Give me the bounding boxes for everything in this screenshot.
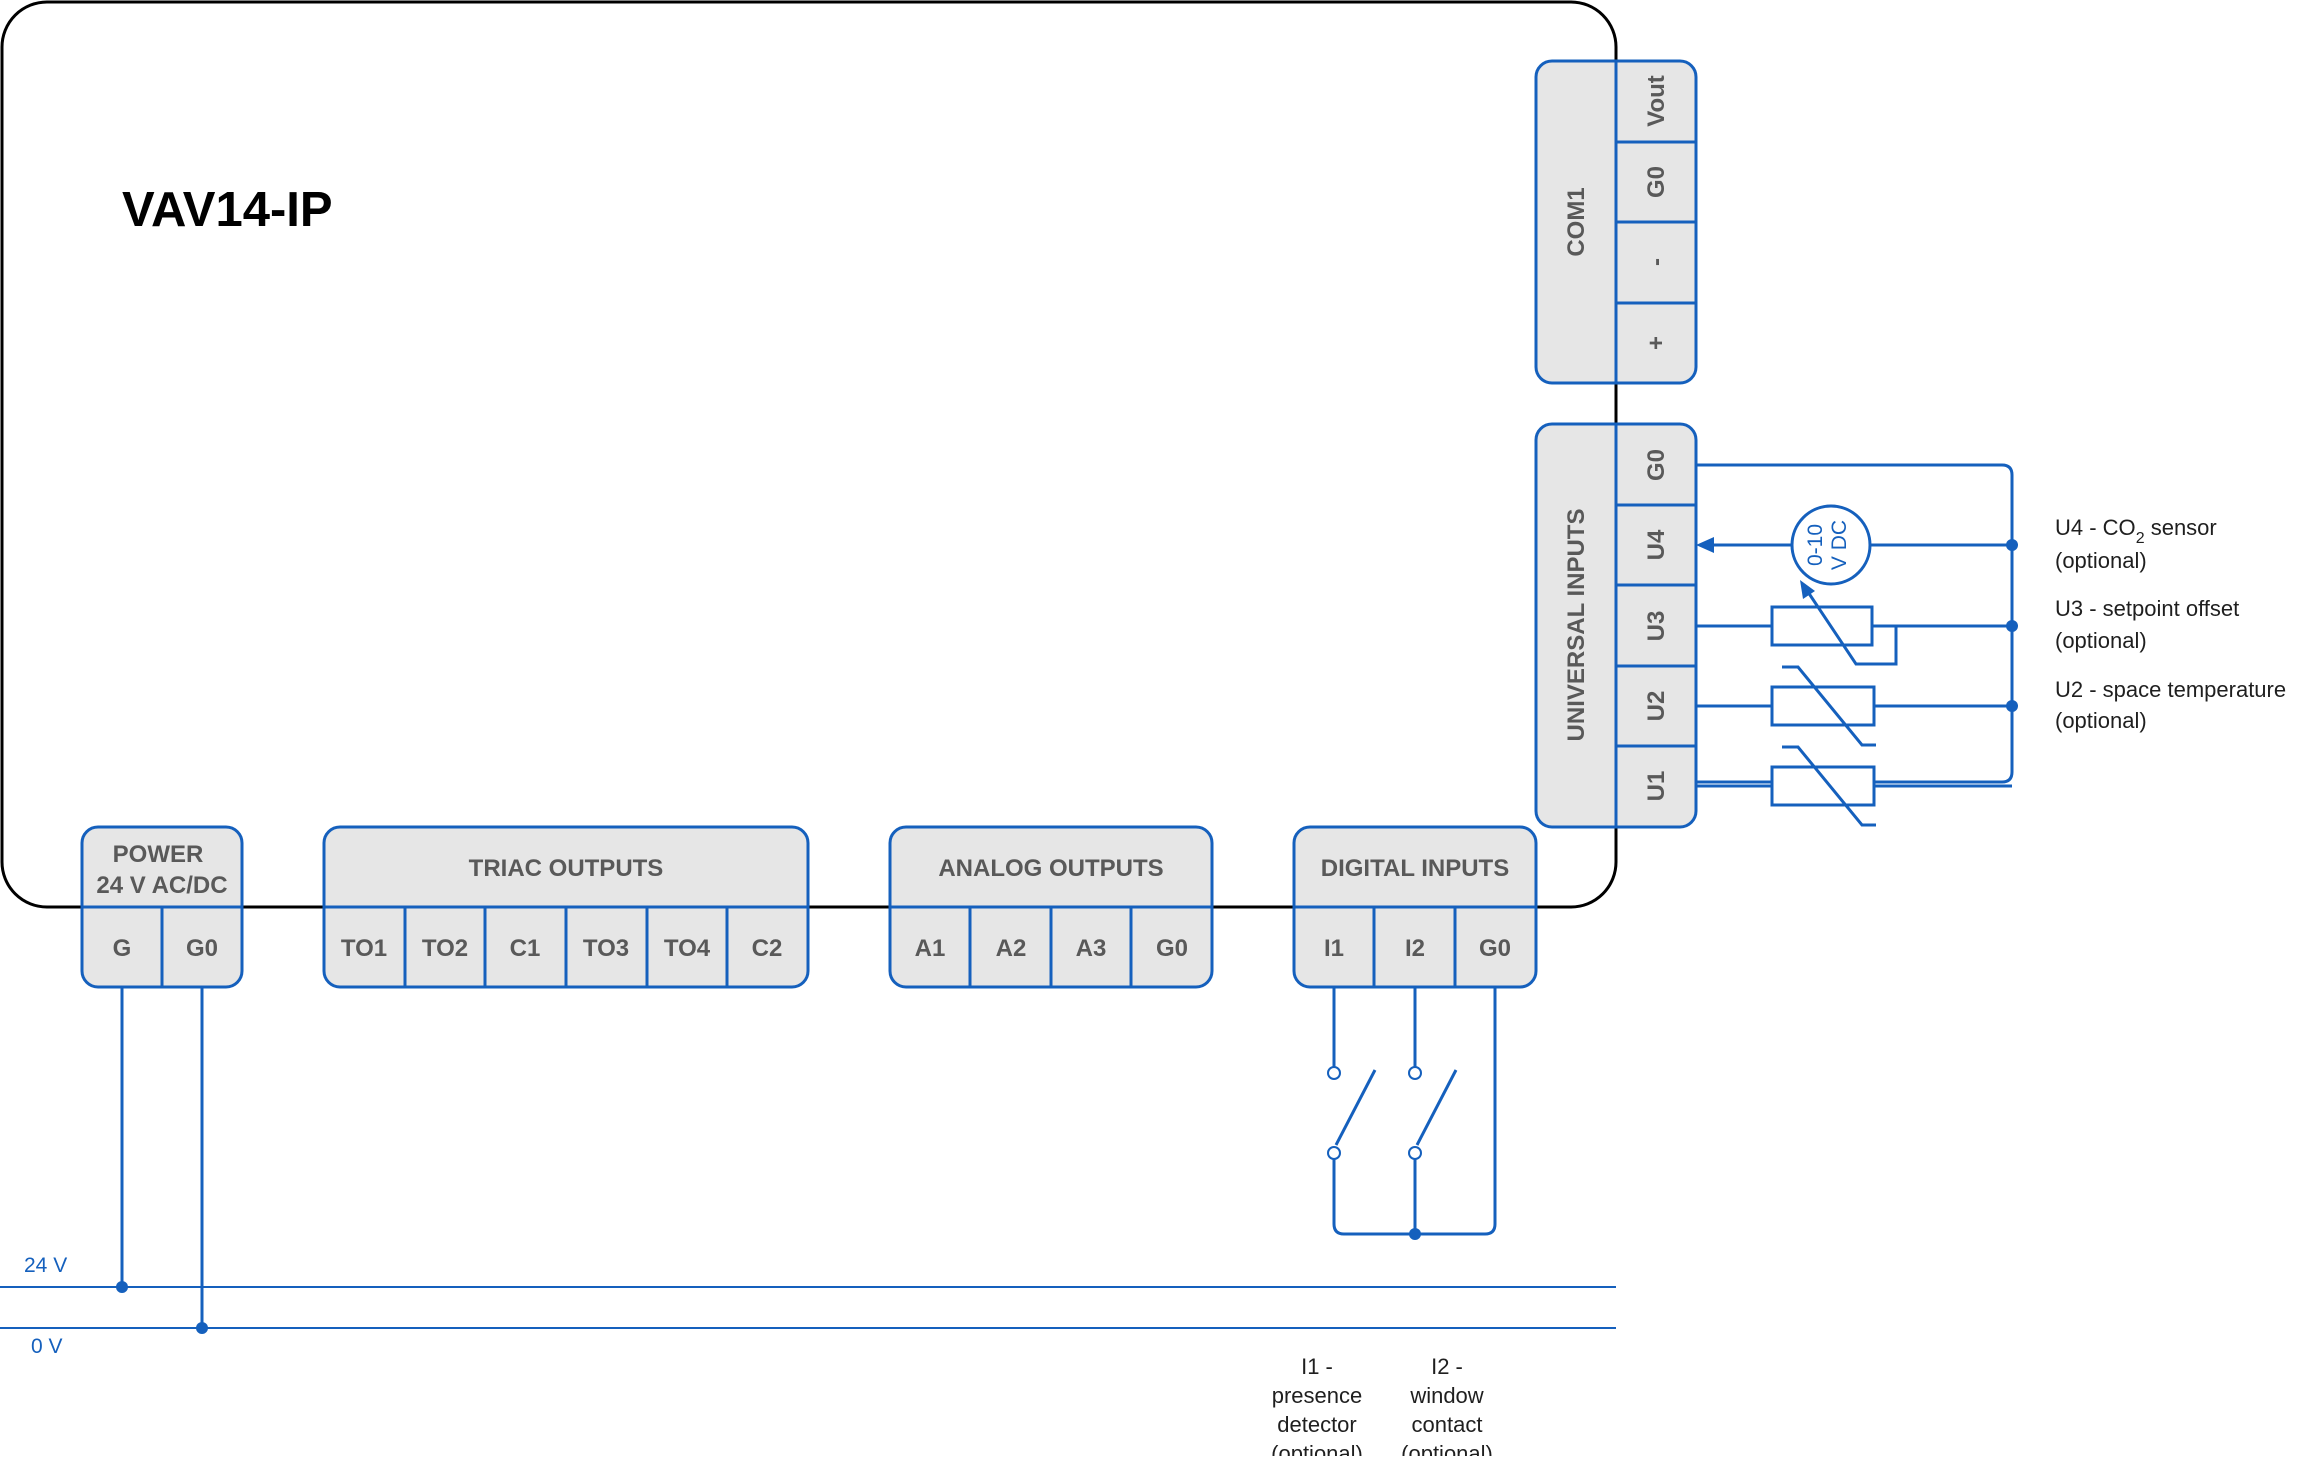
u4-annotation-line1: U4 - CO2 sensor: [2055, 515, 2217, 547]
potentiometer-wiper: [1806, 591, 1898, 666]
triac-outputs-block: TRIAC OUTPUTS TO1 TO2 C1 TO3 TO4 C2: [322, 825, 810, 989]
terminal-c1: C1: [510, 935, 541, 962]
terminal-digital-g0: G0: [1479, 935, 1511, 962]
switch-contact: [1408, 1146, 1422, 1160]
terminal-com1-g0: G0: [1643, 166, 1670, 198]
i1-annotation-line4: (optional): [1271, 1441, 1363, 1456]
potentiometer-arrow-icon: [1800, 580, 1815, 599]
co2-sensor: 0-10 V DC: [1790, 504, 1872, 586]
terminal-g: G: [113, 935, 132, 962]
terminal-ui-g0: G0: [1643, 449, 1670, 481]
digital-inputs-wiring: [1332, 987, 1497, 1236]
junction-dot: [196, 1322, 208, 1334]
space-temperature-sensor: [1770, 665, 1876, 747]
power-block: POWER 24 V AC/DC G G0: [80, 825, 244, 989]
terminal-to3: TO3: [583, 935, 629, 962]
thermistor-u2-slash: [1782, 665, 1876, 747]
u3-annotation: U3 - setpoint offset (optional): [2055, 596, 2239, 653]
i2-annotation-line4: (optional): [1401, 1441, 1493, 1456]
terminal-plus: +: [1643, 336, 1670, 350]
u4-annotation-text: U4 - CO: [2055, 515, 2136, 540]
u2-annotation-line1: U2 - space temperature: [2055, 677, 2286, 702]
i1-annotation-line1: I1 -: [1301, 1354, 1333, 1379]
u3-annotation-line1: U3 - setpoint offset: [2055, 596, 2239, 621]
u4-annotation-line2: (optional): [2055, 548, 2147, 573]
switch-contact: [1408, 1066, 1422, 1080]
junction-dot: [116, 1281, 128, 1293]
terminal-i2: I2: [1405, 935, 1425, 962]
universal-inputs-title: UNIVERSAL INPUTS: [1563, 509, 1590, 742]
i2-annotation-line1: I2 -: [1431, 1354, 1463, 1379]
setpoint-potentiometer: [1770, 591, 1898, 666]
device-title: VAV14-IP: [122, 183, 333, 237]
universal-inputs-wiring: [1696, 463, 2014, 788]
i2-annotation: I2 - window contact (optional): [1401, 1354, 1493, 1461]
com1-block: COM1 Vout G0 - +: [1534, 59, 1698, 385]
co2-sensor-unit: V DC: [1828, 520, 1851, 570]
terminal-vout: Vout: [1643, 75, 1670, 127]
thermistor-u2-body: [1770, 685, 1876, 727]
co2-sensor-circle: [1790, 504, 1872, 586]
terminal-u1: U1: [1643, 771, 1670, 802]
device-enclosure: [0, 0, 1618, 909]
terminal-analog-g0: G0: [1156, 935, 1188, 962]
i1-annotation-line2: presence: [1272, 1383, 1363, 1408]
u2-annotation-line2: (optional): [2055, 708, 2147, 733]
i2-switch-blade: [1415, 1069, 1458, 1146]
triac-outputs-title: TRIAC OUTPUTS: [469, 855, 664, 882]
u4-annotation-subscript: 2: [2136, 530, 2145, 547]
com1-title: COM1: [1563, 187, 1590, 256]
digital-inputs-block: DIGITAL INPUTS I1 I2 G0: [1292, 825, 1538, 989]
junction-dot: [2006, 700, 2018, 712]
i2-annotation-line3: contact: [1412, 1412, 1483, 1437]
thermistor-u1-slash: [1782, 745, 1876, 827]
terminal-a2: A2: [996, 935, 1027, 962]
terminal-power-g0: G0: [186, 935, 218, 962]
universal-inputs-block: UNIVERSAL INPUTS G0 U4 U3 U2 U1: [1534, 422, 1698, 829]
digital-inputs-title: DIGITAL INPUTS: [1321, 855, 1509, 882]
switch-contact: [1327, 1066, 1341, 1080]
thermistor-u1-body: [1770, 765, 1876, 807]
junction-dot: [1409, 1228, 1421, 1240]
terminal-minus: -: [1643, 258, 1670, 266]
terminal-to4: TO4: [664, 935, 711, 962]
terminal-a3: A3: [1076, 935, 1107, 962]
power-rails: [0, 987, 1616, 1329]
i1-annotation-line3: detector: [1277, 1412, 1357, 1437]
i2-annotation-line2: window: [1409, 1383, 1483, 1408]
junction-dot: [2006, 620, 2018, 632]
co2-sensor-range: 0-10: [1804, 524, 1827, 566]
switch-contact: [1327, 1146, 1341, 1160]
terminal-u4: U4: [1643, 529, 1670, 560]
terminal-to1: TO1: [341, 935, 387, 962]
u1-sensor: [1770, 745, 1876, 827]
terminal-u3: U3: [1643, 611, 1670, 642]
terminal-a1: A1: [915, 935, 946, 962]
analog-outputs-title: ANALOG OUTPUTS: [938, 855, 1163, 882]
i1-annotation: I1 - presence detector (optional): [1271, 1354, 1363, 1461]
rail-24v-label: 24 V: [24, 1254, 67, 1277]
u4-arrow-icon: [1696, 537, 1714, 553]
rail-0v-label: 0 V: [31, 1335, 63, 1358]
u4-annotation: U4 - CO2 sensor (optional): [2055, 515, 2217, 573]
terminal-to2: TO2: [422, 935, 468, 962]
power-title-line2: 24 V AC/DC: [96, 872, 227, 899]
i1-switch-blade: [1334, 1069, 1377, 1146]
analog-outputs-block: ANALOG OUTPUTS A1 A2 A3 G0: [888, 825, 1214, 989]
junction-dot: [2006, 539, 2018, 551]
terminal-c2: C2: [752, 935, 783, 962]
terminal-u2: U2: [1643, 691, 1670, 722]
power-title-line1: POWER: [113, 841, 204, 868]
terminal-i1: I1: [1324, 935, 1344, 962]
u4-annotation-suffix: sensor: [2145, 515, 2217, 540]
u3-annotation-line2: (optional): [2055, 628, 2147, 653]
u2-annotation: U2 - space temperature (optional): [2055, 677, 2286, 733]
